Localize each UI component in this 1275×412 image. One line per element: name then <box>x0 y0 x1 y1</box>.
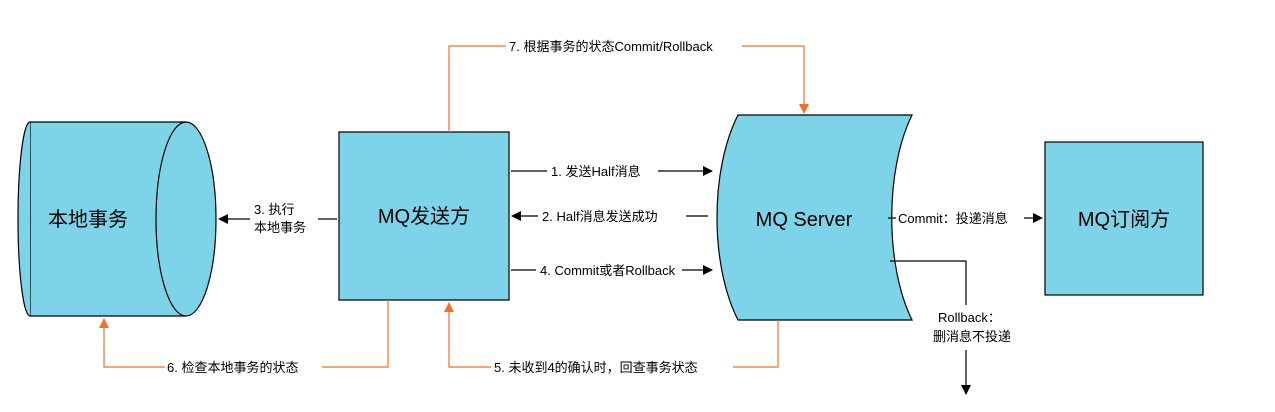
server-label: MQ Server <box>756 209 853 231</box>
subscriber-node: MQ订阅方 <box>1044 141 1204 296</box>
edge-step5: 5. 未收到4的确认时，回查事务状态 <box>444 302 779 375</box>
subscriber-label: MQ订阅方 <box>1078 208 1170 231</box>
server-body <box>716 114 913 321</box>
step1-label: 1. 发送Half消息 <box>551 164 641 179</box>
step2-label: 2. Half消息发送成功 <box>542 209 658 224</box>
subscriber-box <box>1044 141 1204 296</box>
server-node: MQ Server <box>716 114 913 321</box>
local-transaction-node: 本地事务 <box>17 121 217 317</box>
edge-step7: 7. 根据事务的状态Commit/Rollback <box>448 39 809 132</box>
edge-step3: 3. 执行 本地事务 <box>218 202 337 235</box>
step7-label: 7. 根据事务的状态Commit/Rollback <box>509 39 713 54</box>
edge-step2: 2. Half消息发送成功 <box>511 209 708 224</box>
producer-label: MQ发送方 <box>378 205 470 228</box>
producer-node: MQ发送方 <box>338 131 510 301</box>
step3-label-line2: 本地事务 <box>254 220 306 235</box>
producer-box <box>338 131 510 301</box>
edge-step6: 6. 检查本地事务的状态 <box>99 300 389 375</box>
edge-rollback: Rollback： 删消息不投递 <box>890 260 1011 395</box>
edge-step4: 4. Commit或者Rollback <box>511 263 713 278</box>
step6-label: 6. 检查本地事务的状态 <box>167 360 298 375</box>
local-transaction-inner-curve <box>155 121 187 317</box>
rollback-label-line1: Rollback： <box>938 310 1001 325</box>
edge-commit: Commit：投递消息 <box>888 211 1043 226</box>
step5-label: 5. 未收到4的确认时，回查事务状态 <box>494 360 698 375</box>
local-transaction-body <box>29 121 217 317</box>
edge-step1: 1. 发送Half消息 <box>511 164 713 179</box>
step4-label: 4. Commit或者Rollback <box>540 263 676 278</box>
rollback-label-line2: 删消息不投递 <box>933 329 1011 344</box>
local-transaction-label: 本地事务 <box>48 208 128 231</box>
step3-label-line1: 3. 执行 <box>254 202 294 217</box>
commit-label: Commit：投递消息 <box>898 211 1008 226</box>
